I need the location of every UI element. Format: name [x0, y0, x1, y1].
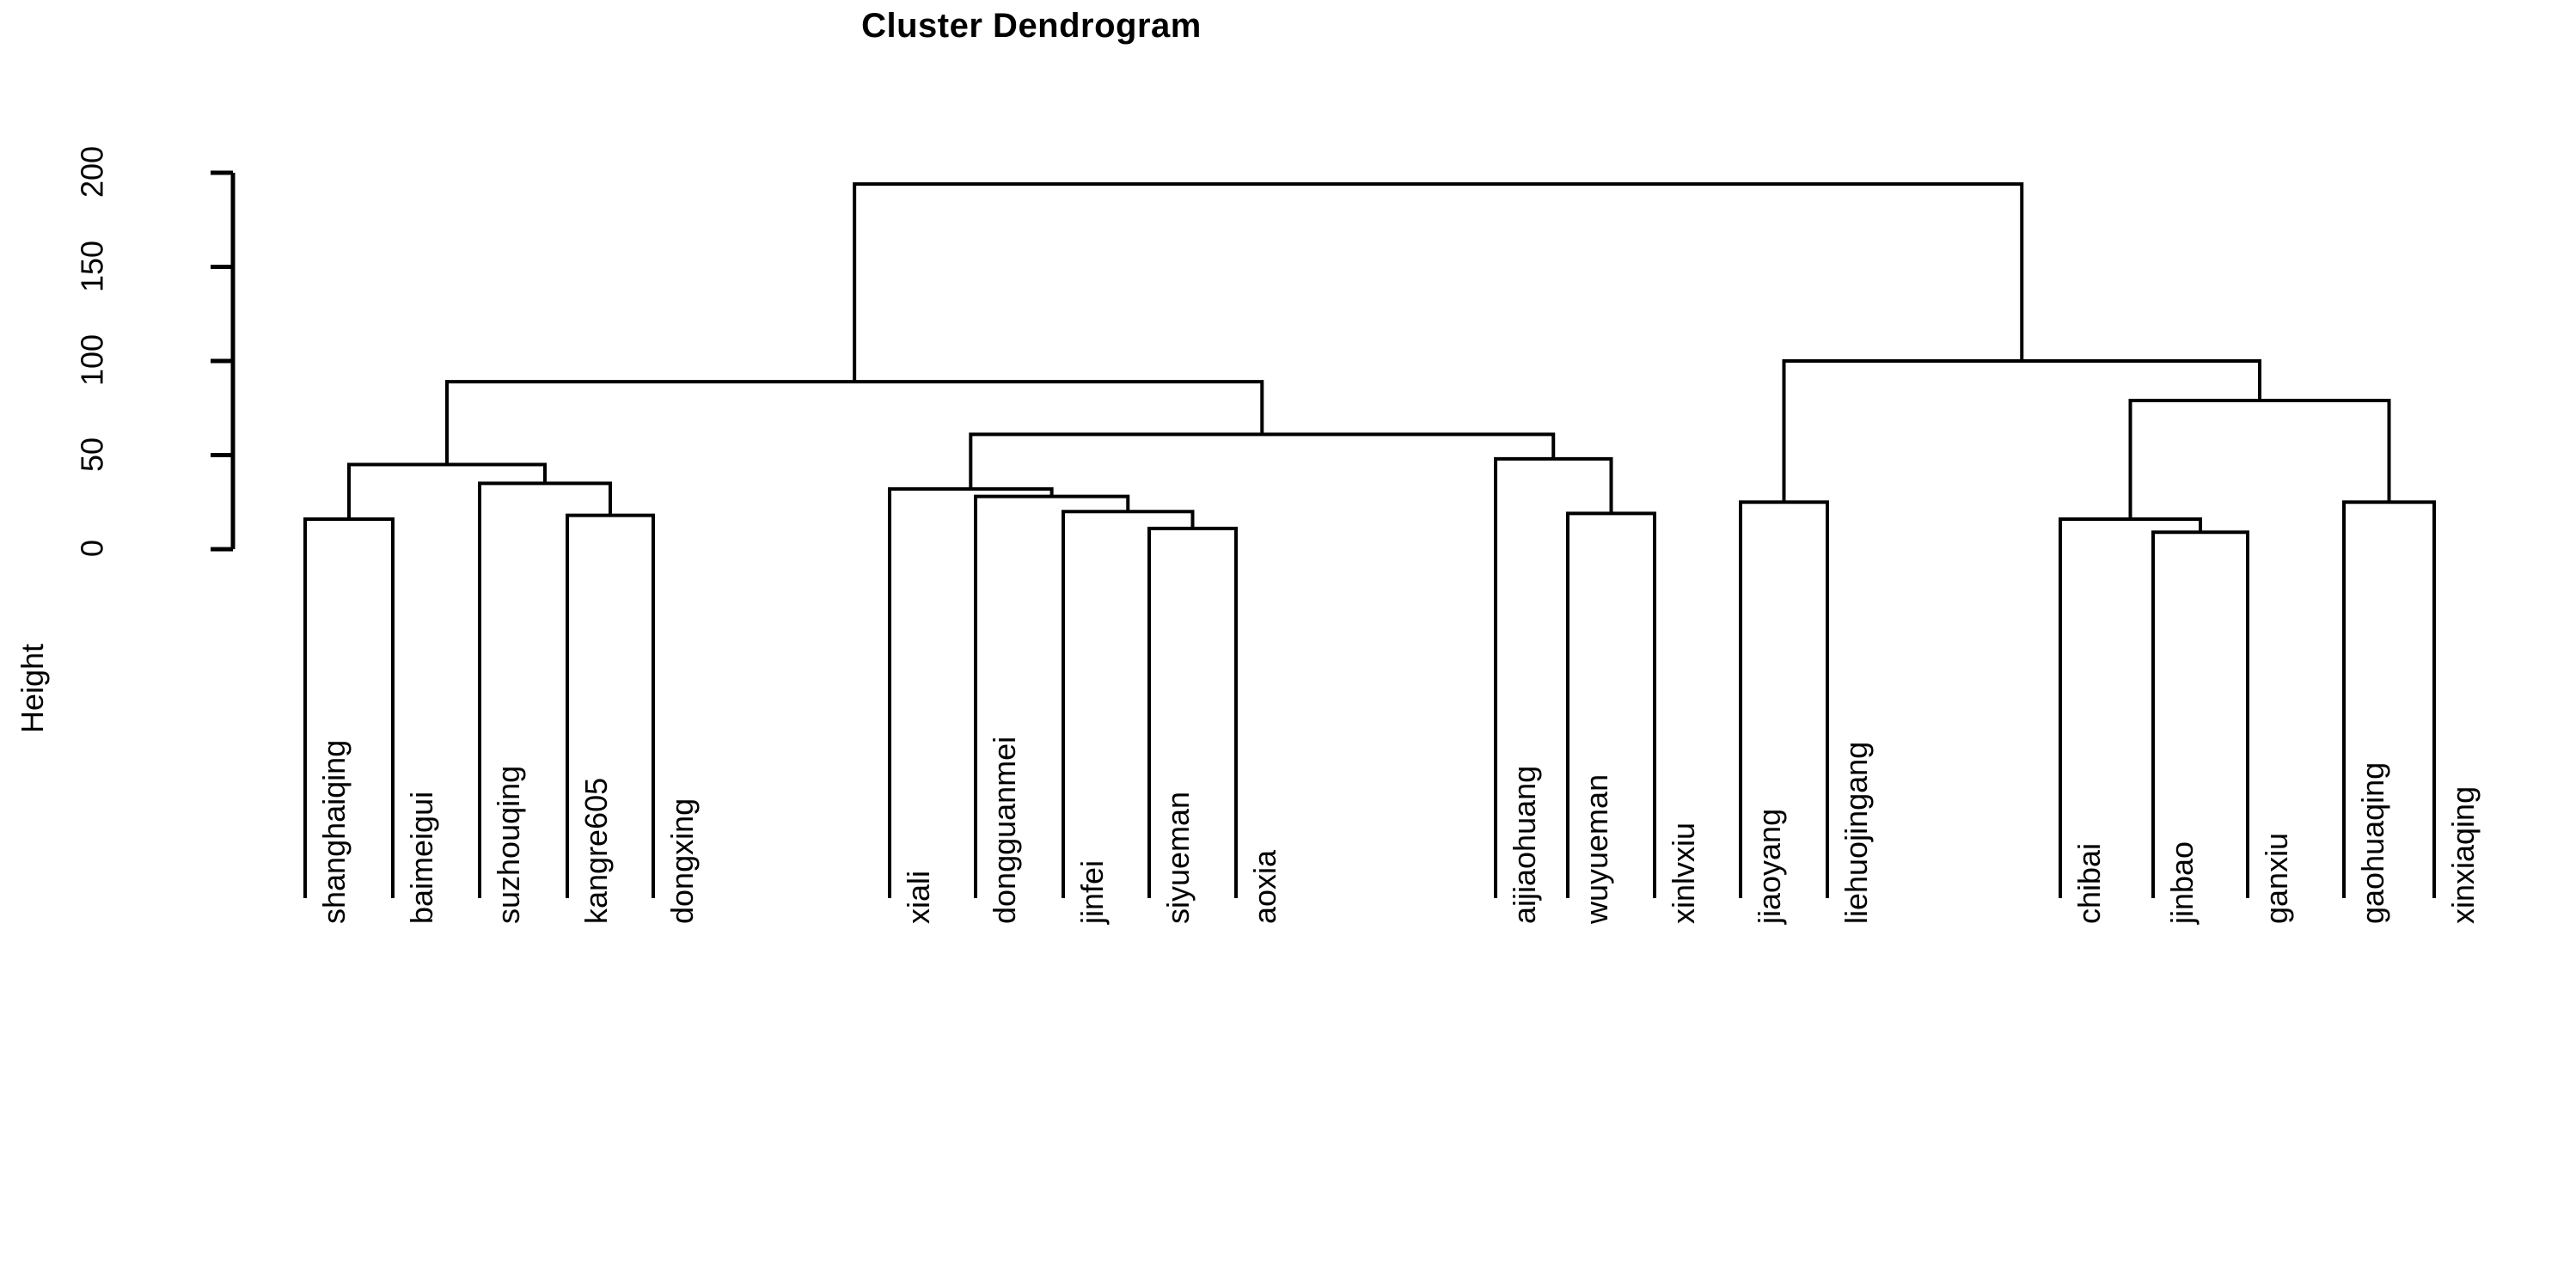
leaf-label: gaohuaqing — [2355, 761, 2390, 924]
leaf-label: chibai — [2071, 842, 2107, 924]
leaf-label: siyueman — [1160, 791, 1196, 924]
leaf-label: liehuojingang — [1839, 741, 1874, 924]
leaf-label: shanghaiqing — [316, 739, 352, 924]
leaf-label: jiaoyang — [1752, 808, 1787, 924]
leaf-label: xinxiaqing — [2445, 786, 2481, 924]
leaf-label: kangre605 — [578, 777, 614, 924]
leaf-label: xiali — [901, 870, 936, 924]
leaf-label: aoxia — [1247, 849, 1282, 924]
leaf-label: jinbao — [2164, 841, 2200, 924]
dendrogram-link — [347, 462, 547, 519]
leaf-label: xinlvxiu — [1666, 822, 1701, 924]
page-title: Cluster Dendrogram — [861, 7, 1202, 45]
leaf-label: dongguanmei — [987, 736, 1022, 924]
dendrogram-link — [445, 380, 1264, 465]
dendrogram-link — [969, 432, 1556, 489]
leaf-label: aijiaohuang — [1507, 765, 1542, 924]
leaf-label: wuyueman — [1579, 774, 1614, 924]
leaf-label: suzhouqing — [491, 765, 526, 924]
dendrogram-link — [1782, 359, 2261, 503]
leaf-label: dongxing — [664, 798, 700, 924]
dendrogram-link — [888, 486, 1054, 898]
leaf-label: baimeigui — [404, 791, 439, 924]
leaf-label: ganxiu — [2259, 832, 2294, 924]
dendrogram-link — [853, 182, 2024, 382]
leaf-label: jinfei — [1074, 859, 1110, 924]
y-tick-label: 200 — [74, 145, 110, 199]
